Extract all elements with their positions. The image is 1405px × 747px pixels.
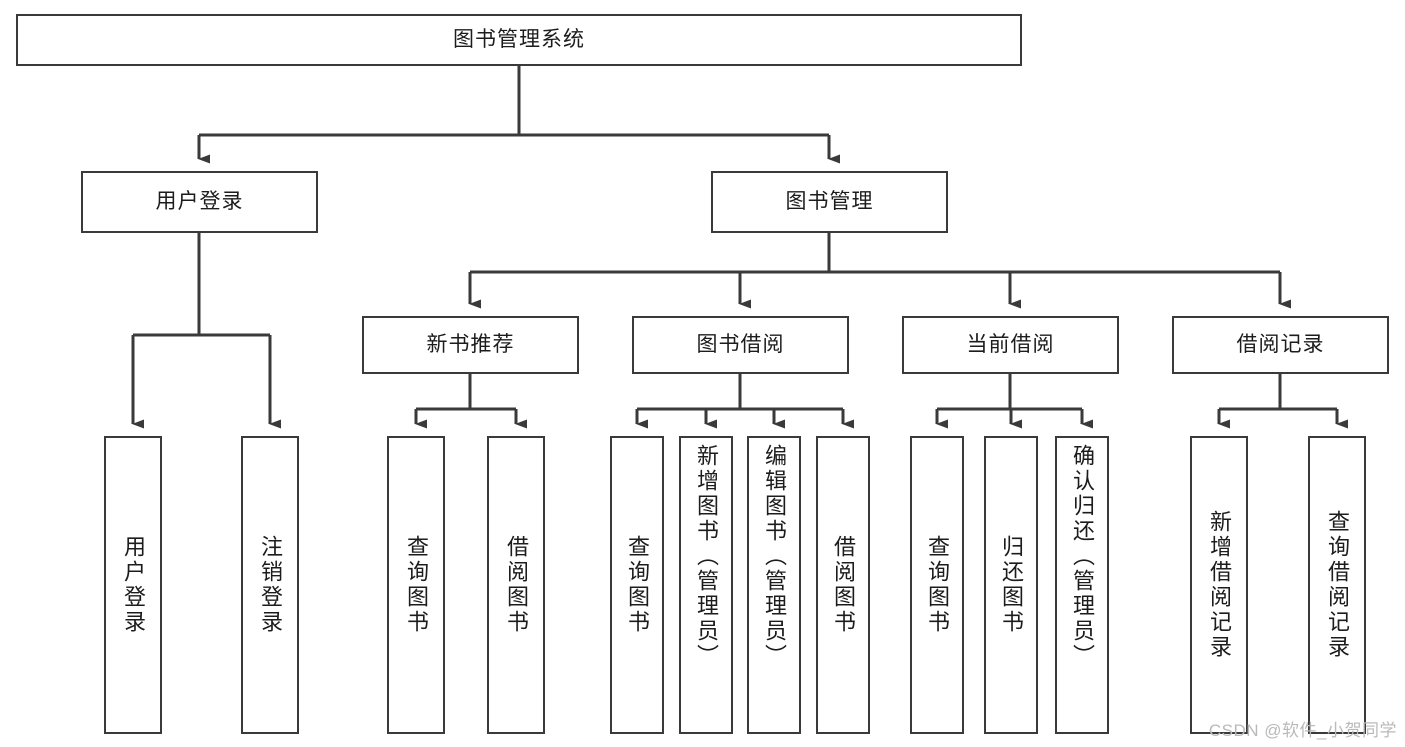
node-label: 当前借阅 <box>966 332 1055 356</box>
node-label: 新增图书（管理员） <box>694 444 719 669</box>
node-label: 查询图书 <box>925 535 950 635</box>
node-leaf-query-book-rec[interactable]: 查询图书 <box>387 436 445 734</box>
node-label: 借阅图书 <box>831 535 856 635</box>
node-label: 确认归还（管理员） <box>1070 444 1095 669</box>
node-leaf-query-book-cur[interactable]: 查询图书 <box>910 436 964 734</box>
node-leaf-confirm-return-admin[interactable]: 确认归还（管理员） <box>1055 436 1109 734</box>
node-label: 借阅图书 <box>504 535 529 635</box>
node-user-login[interactable]: 用户登录 <box>81 171 318 233</box>
node-leaf-query-borrow-record[interactable]: 查询借阅记录 <box>1308 436 1366 734</box>
node-label: 查询图书 <box>404 535 429 635</box>
node-label: 新书推荐 <box>426 332 515 356</box>
node-book-manage[interactable]: 图书管理 <box>711 171 948 233</box>
node-label: 用户登录 <box>155 189 244 213</box>
node-current-borrow[interactable]: 当前借阅 <box>902 316 1119 374</box>
node-leaf-return-book[interactable]: 归还图书 <box>984 436 1038 734</box>
node-leaf-add-borrow-record[interactable]: 新增借阅记录 <box>1190 436 1248 734</box>
node-label: 归还图书 <box>999 535 1024 635</box>
connector-lines <box>131 66 1348 429</box>
node-leaf-borrow-book-rec[interactable]: 借阅图书 <box>487 436 545 734</box>
node-leaf-edit-book-admin[interactable]: 编辑图书（管理员） <box>747 436 801 734</box>
watermark-text: CSDN @软件_小贺同学 <box>1208 721 1397 740</box>
node-label: 用户登录 <box>121 535 146 635</box>
node-book-borrow[interactable]: 图书借阅 <box>632 316 849 374</box>
node-label: 图书管理系统 <box>453 27 585 51</box>
node-leaf-borrow-book[interactable]: 借阅图书 <box>816 436 870 734</box>
node-borrow-record[interactable]: 借阅记录 <box>1172 316 1389 374</box>
node-leaf-add-book-admin[interactable]: 新增图书（管理员） <box>679 436 733 734</box>
node-root[interactable]: 图书管理系统 <box>16 14 1022 66</box>
node-label: 新增借阅记录 <box>1207 510 1232 660</box>
node-leaf-user-login[interactable]: 用户登录 <box>104 436 162 734</box>
node-leaf-query-book-borrow[interactable]: 查询图书 <box>610 436 664 734</box>
node-label: 图书借阅 <box>696 332 785 356</box>
node-label: 图书管理 <box>785 189 874 213</box>
node-label: 注销登录 <box>258 535 283 635</box>
node-leaf-user-logout[interactable]: 注销登录 <box>241 436 299 734</box>
node-label: 查询图书 <box>625 535 650 635</box>
node-new-book-recommend[interactable]: 新书推荐 <box>362 316 579 374</box>
node-label: 借阅记录 <box>1236 332 1325 356</box>
node-label: 编辑图书（管理员） <box>762 444 787 669</box>
node-label: 查询借阅记录 <box>1325 510 1350 660</box>
